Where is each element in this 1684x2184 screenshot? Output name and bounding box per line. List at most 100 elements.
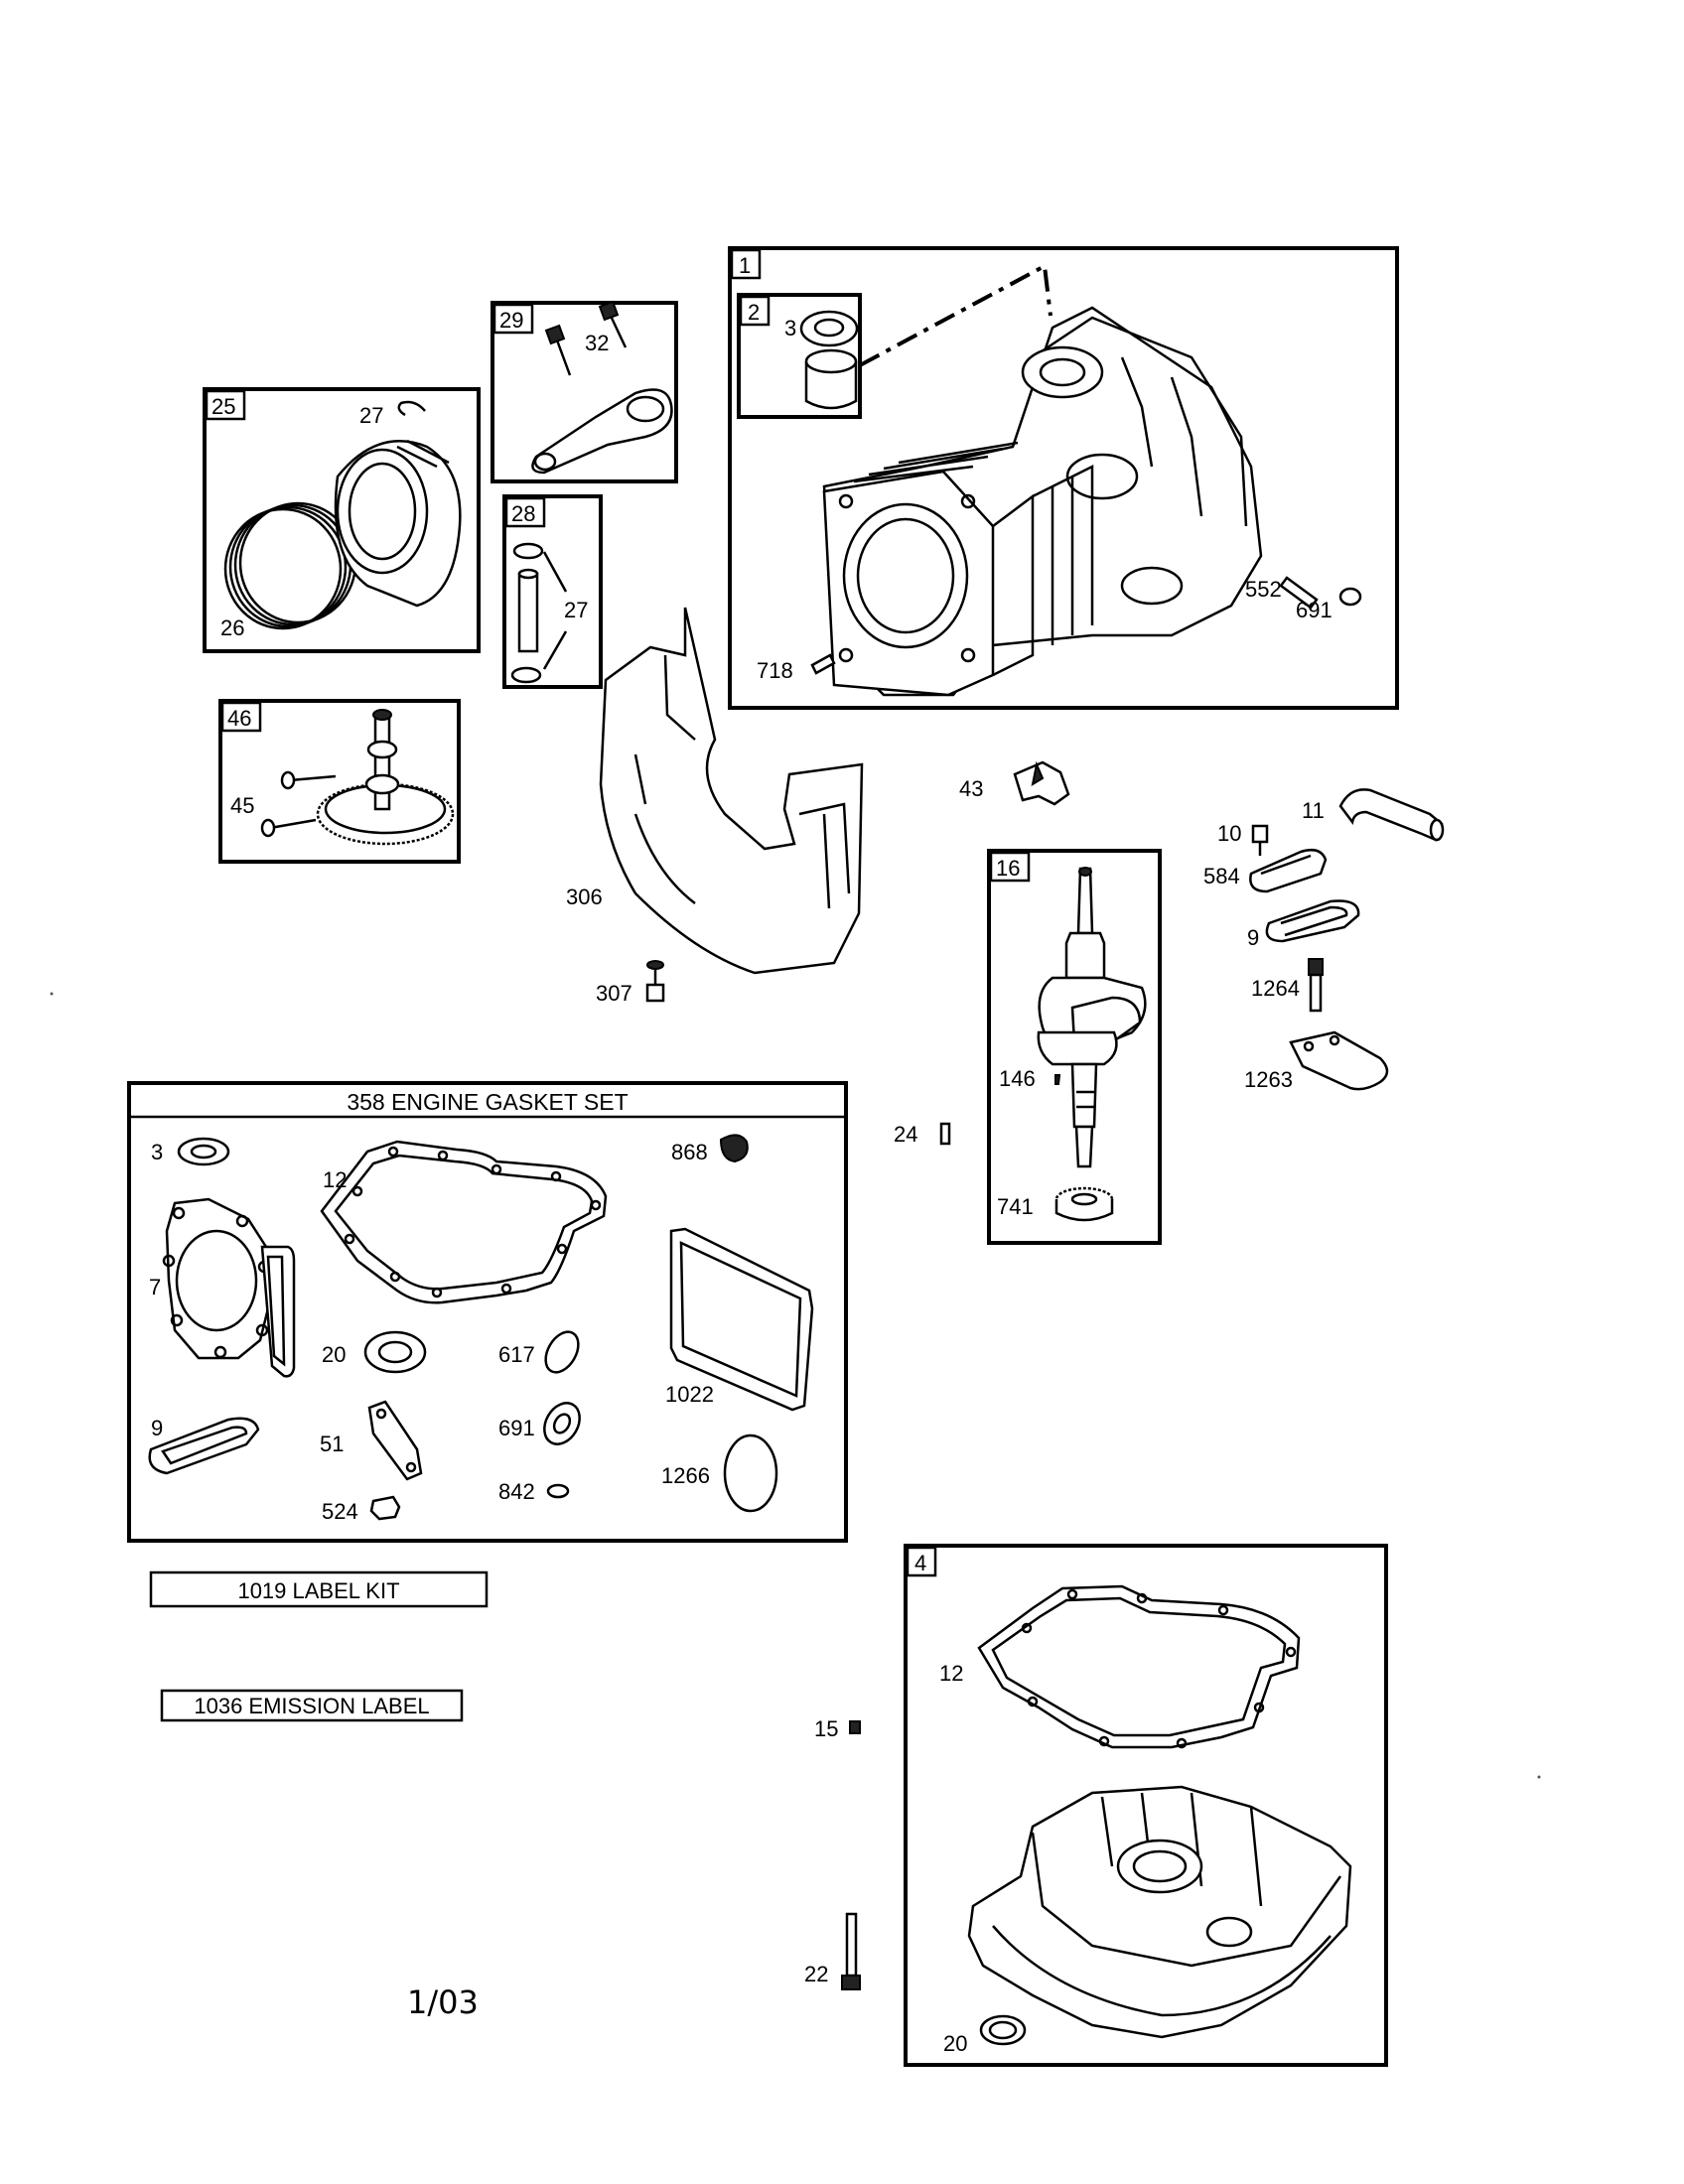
pin-24-part — [939, 1122, 951, 1146]
box-16-id: 16 — [996, 856, 1020, 881]
box-28-frame — [502, 494, 603, 689]
connecting-rod-group: 29 32 — [491, 300, 678, 483]
label-146: 146 — [999, 1066, 1036, 1091]
label-22: 22 — [804, 1962, 828, 1986]
label-32: 32 — [585, 331, 609, 355]
box-29-frame — [491, 301, 678, 483]
bolt-22-group: 22 — [804, 1912, 861, 1990]
bolt-1264-part — [1308, 958, 1324, 976]
oring-1266-part — [723, 1433, 778, 1513]
box-2-tag — [739, 295, 771, 327]
sump-gasket-12-part — [977, 1584, 1301, 1749]
label-584: 584 — [1203, 864, 1240, 888]
part-524 — [369, 1495, 401, 1521]
box-2-frame — [737, 293, 862, 419]
rod-bolt-left-part — [554, 337, 572, 376]
head-gasket-7-part — [165, 1197, 272, 1360]
retainer-clip-piston-part — [397, 400, 426, 417]
rod-bolt-right-part — [608, 313, 628, 348]
gasket-seal-3-part — [177, 1137, 230, 1166]
label-10: 10 — [1217, 821, 1241, 846]
camshaft-part — [373, 713, 391, 811]
box-28-id: 28 — [511, 501, 535, 526]
label-27-pin: 27 — [564, 598, 588, 622]
gasket-label-691: 691 — [498, 1416, 535, 1440]
dashdot-leader — [859, 262, 1052, 367]
gasket-label-1266: 1266 — [661, 1463, 710, 1488]
cover-gasket-1022-part — [669, 1227, 814, 1412]
piston-pin-part — [517, 572, 539, 653]
gasket-set-frame — [127, 1081, 848, 1543]
gasket-51-part — [367, 1400, 423, 1481]
gasket-label-20: 20 — [322, 1342, 346, 1367]
label-12-sump: 12 — [939, 1661, 963, 1686]
label-306: 306 — [566, 885, 603, 909]
oil-seal-part — [799, 310, 859, 347]
box-25-frame — [203, 387, 481, 653]
breather-cover-584-part — [1249, 849, 1328, 893]
emission-label-box — [160, 1689, 464, 1722]
label-43: 43 — [959, 776, 983, 801]
label-45: 45 — [230, 793, 254, 818]
gasket-set-group: 358 ENGINE GASKET SET 3 12 868 7 20 — [127, 1081, 848, 1543]
cylinder-block-part — [822, 306, 1263, 697]
piston-group: 25 26 27 — [203, 387, 481, 653]
gasket-label-524: 524 — [322, 1499, 358, 1524]
crankcase-gasket-12-part — [320, 1140, 608, 1304]
bolt-22-part — [845, 1912, 858, 1978]
speck-left — [50, 992, 54, 996]
box-1-tag — [730, 248, 762, 280]
crankshaft-group: 16 146 741 — [987, 849, 1162, 1245]
label-741: 741 — [997, 1194, 1034, 1219]
sump-part — [967, 1785, 1352, 2039]
gasket-label-12: 12 — [323, 1167, 347, 1192]
gasket-label-9: 9 — [151, 1416, 163, 1440]
bushing-part — [804, 361, 858, 410]
box-16-frame — [987, 849, 1162, 1245]
retainer-clip-bottom-part — [510, 666, 542, 684]
gasket-label-3: 3 — [151, 1140, 163, 1164]
governor-43-part — [1013, 760, 1070, 806]
governor-group: 43 — [959, 760, 1070, 806]
breather-gasket-9-part — [1265, 899, 1360, 943]
seal-691-part — [1338, 587, 1362, 607]
pin-24-group: 24 — [894, 1122, 951, 1147]
label-11: 11 — [1302, 798, 1325, 823]
bolt-10-part — [1251, 824, 1269, 844]
oring-617-part — [544, 1330, 580, 1374]
cam-bolt-lower-part — [269, 818, 317, 830]
cylinder-assembly-group: 1 2 3 — [728, 246, 1399, 710]
label-kits-group: 1019 LABEL KIT 1036 EMISSION LABEL — [149, 1570, 489, 1722]
dowel-pin-552-part — [1279, 576, 1319, 610]
bolt-307-part — [645, 983, 665, 1003]
gasket-label-51: 51 — [320, 1432, 344, 1456]
box-2-id: 2 — [748, 300, 760, 325]
gasket-label-842: 842 — [498, 1479, 535, 1504]
box-25-id: 25 — [211, 394, 235, 419]
label-691-block: 691 — [1296, 598, 1333, 622]
box-1-id: 1 — [739, 253, 751, 278]
label-15: 15 — [814, 1716, 838, 1741]
label-26: 26 — [220, 615, 244, 640]
label-24: 24 — [894, 1122, 917, 1147]
label-552: 552 — [1245, 577, 1282, 602]
part-868 — [719, 1134, 749, 1163]
dowel-15-group: 15 — [814, 1716, 861, 1741]
label-1264: 1264 — [1251, 976, 1300, 1001]
label-kit-text: 1019 LABEL KIT — [237, 1578, 399, 1603]
emission-label-text: 1036 EMISSION LABEL — [194, 1694, 429, 1718]
label-20-sump: 20 — [943, 2031, 967, 2056]
gasket-label-1022: 1022 — [665, 1382, 714, 1407]
box-29-id: 29 — [499, 308, 523, 333]
label-307: 307 — [596, 981, 632, 1006]
air-guide-group: 306 307 — [566, 607, 864, 1006]
gasket-set-title: 358 ENGINE GASKET SET — [347, 1089, 628, 1115]
label-kit-box — [149, 1570, 489, 1608]
piston-pin-group: 28 27 — [502, 494, 603, 689]
box-46-id: 46 — [227, 706, 251, 731]
gasket-9-part — [148, 1417, 260, 1475]
label-9-breather: 9 — [1247, 925, 1259, 950]
breather-group: 10 11 584 9 1264 1263 — [1203, 788, 1445, 1092]
breather-tube-11-part — [1338, 788, 1444, 842]
